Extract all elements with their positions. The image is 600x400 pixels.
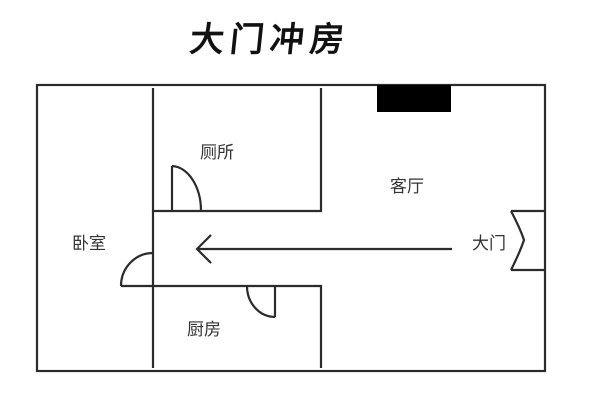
- wall-fixture-block: [377, 85, 451, 112]
- room-label-bedroom: 卧室: [72, 234, 106, 254]
- room-label-bathroom: 厕所: [200, 143, 234, 163]
- room-label-kitchen: 厨房: [187, 320, 221, 340]
- room-label-main-door: 大门: [472, 234, 506, 254]
- room-label-living-room: 客厅: [390, 177, 424, 197]
- kitchen-door-icon: [245, 285, 277, 319]
- bathroom-walls: [151, 88, 323, 213]
- main-door-icon: [510, 209, 544, 272]
- outer-wall: [35, 83, 547, 373]
- arrow-left-icon: [195, 234, 452, 264]
- kitchen-walls: [151, 284, 323, 368]
- bedroom-door-icon: [119, 251, 154, 288]
- bathroom-door-icon: [170, 164, 203, 212]
